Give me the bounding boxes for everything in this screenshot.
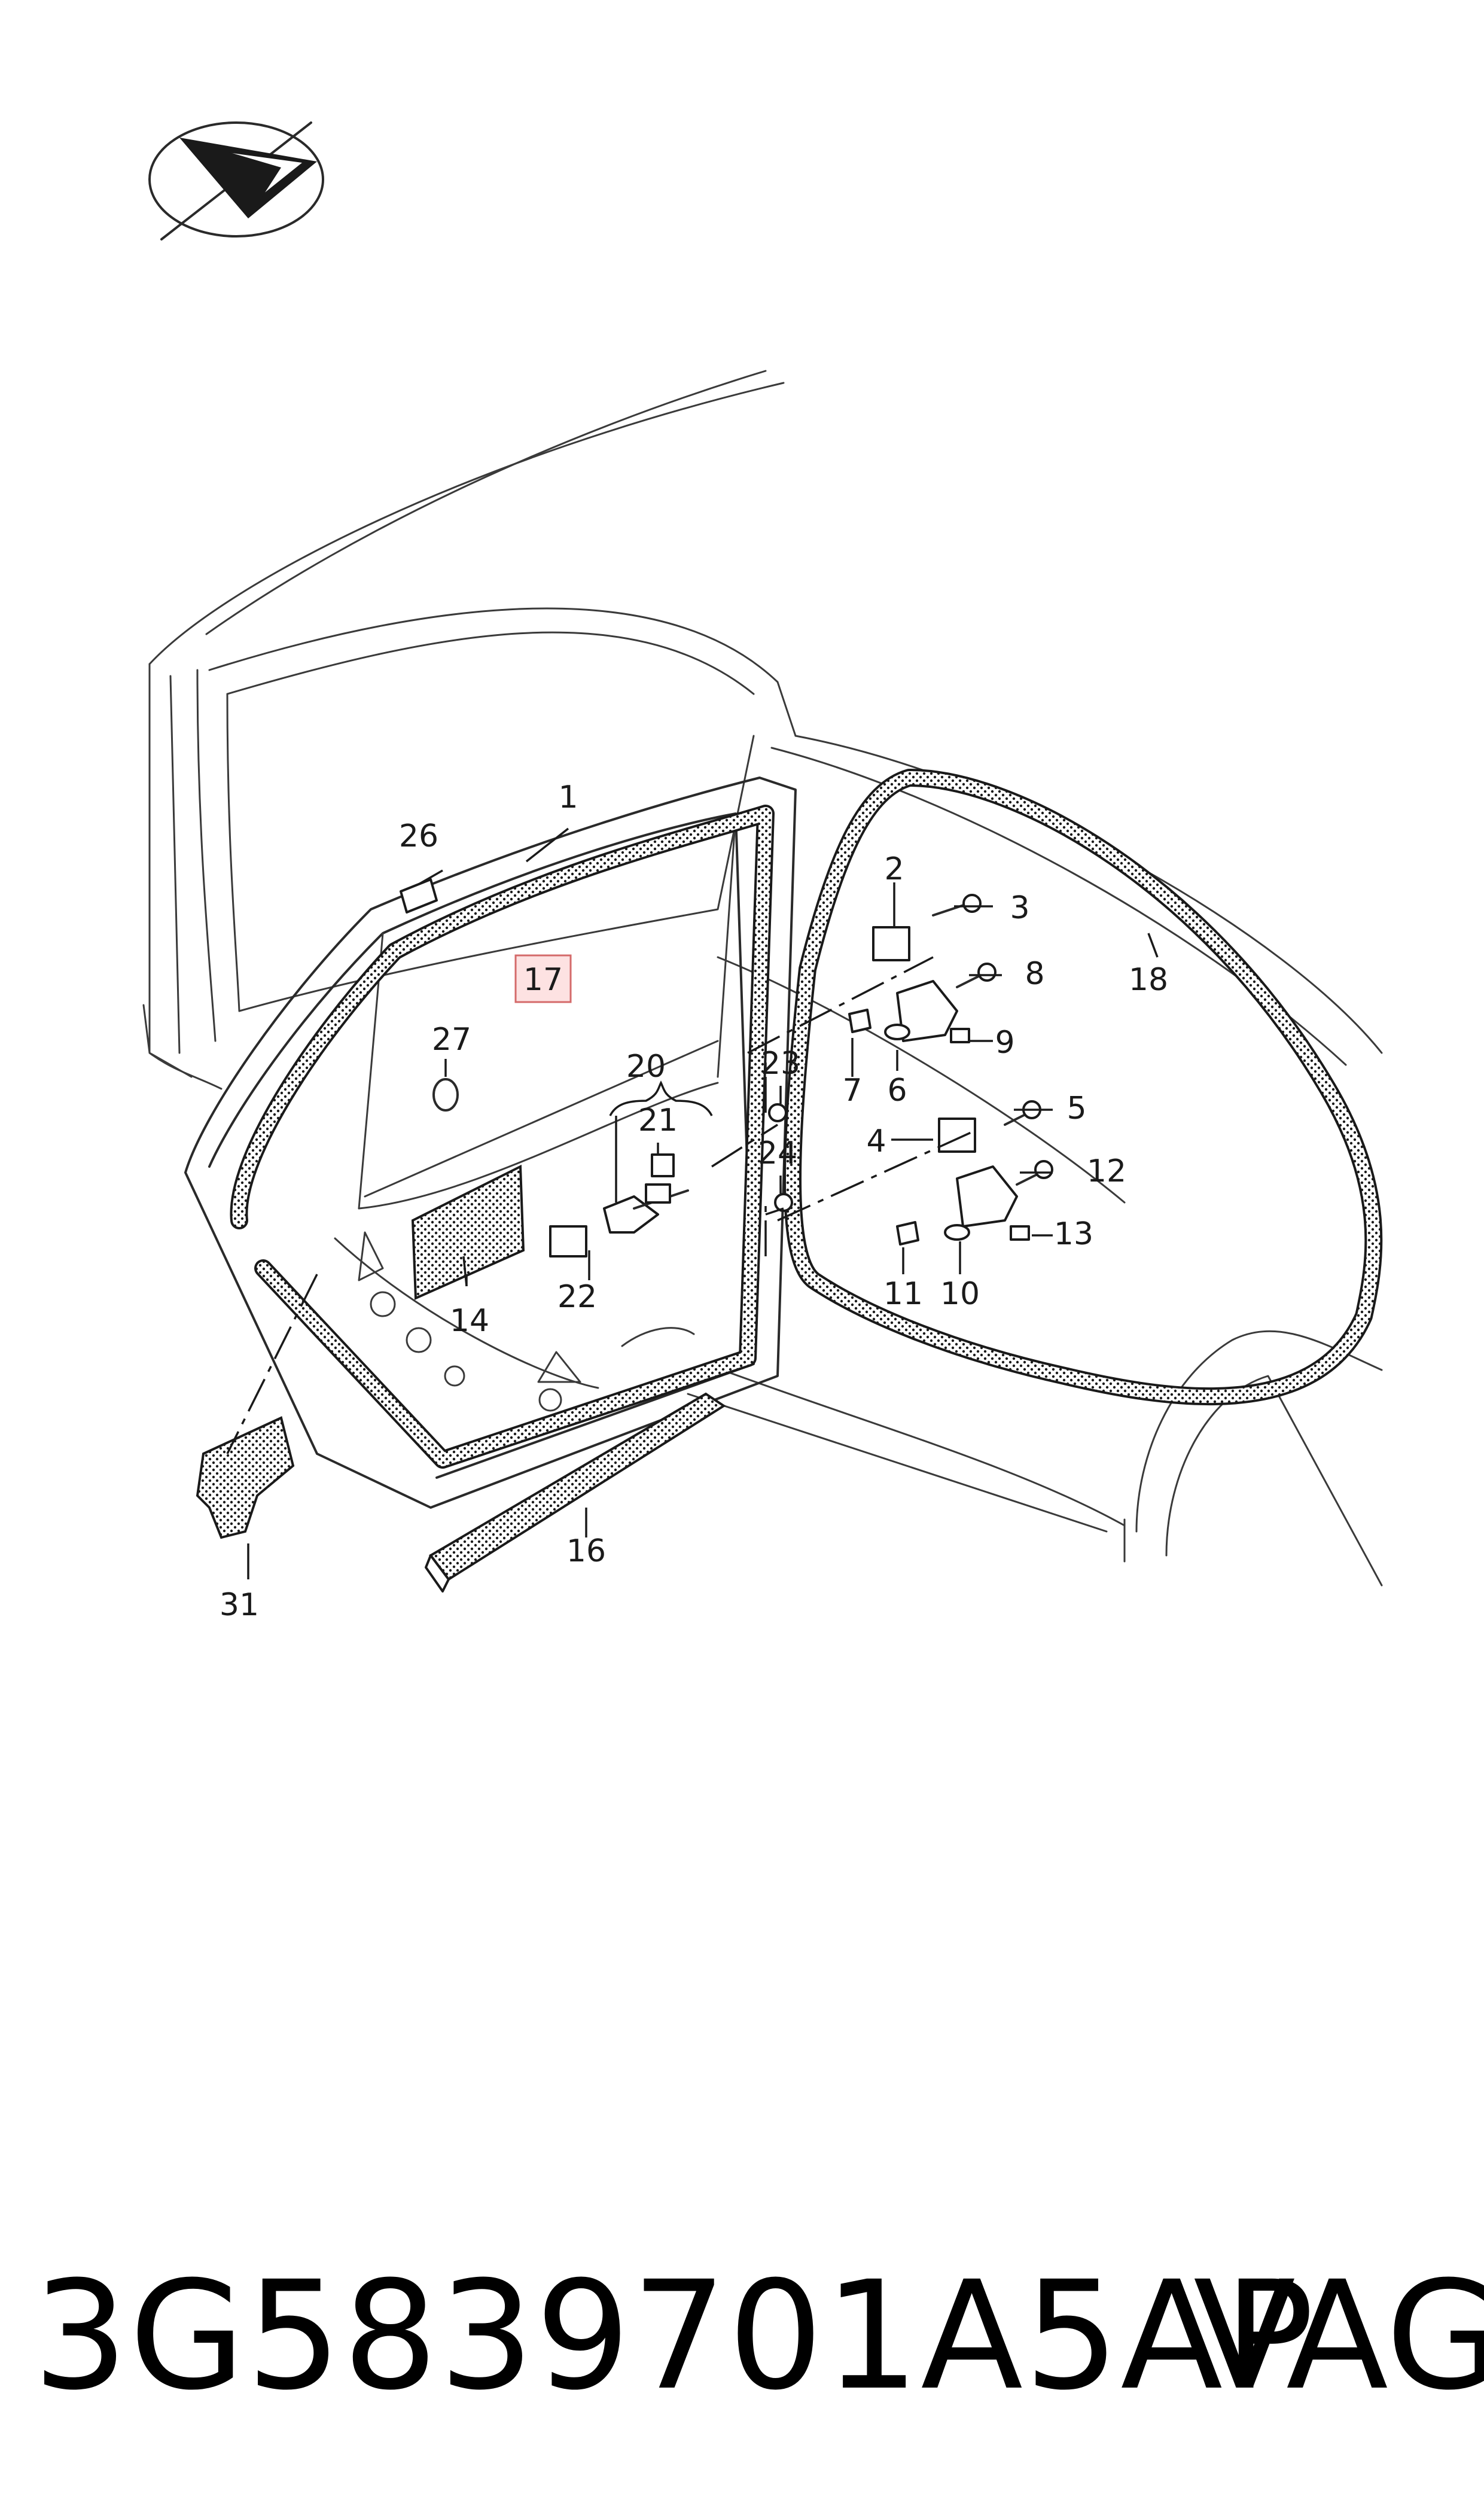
callout-10: 10 (940, 1276, 980, 1312)
door-bracket (196, 1416, 295, 1539)
callout-8: 8 (1025, 956, 1044, 992)
callout-31: 31 (220, 1587, 259, 1623)
callout-12: 12 (1087, 1153, 1126, 1189)
callout-14: 14 (450, 1303, 489, 1339)
callout-3: 3 (1010, 890, 1029, 926)
callout-27: 27 (432, 1022, 471, 1058)
striker-bolts (768, 1103, 793, 1212)
callout-26: 26 (399, 818, 438, 854)
body-opening-seal (784, 769, 1383, 1406)
upper-hinge-assembly (848, 894, 997, 1043)
callout-4: 4 (866, 1123, 886, 1159)
callout-5: 5 (1066, 1091, 1086, 1126)
callout-21: 21 (638, 1103, 678, 1138)
callout-6: 6 (887, 1073, 907, 1109)
view-direction-icon (148, 121, 324, 240)
insulation-pad (411, 1164, 525, 1301)
callout-7: 7 (842, 1073, 862, 1109)
door-seal (230, 805, 775, 1469)
callout-labels: 1 2 3 8 18 9 7 6 5 4 12 13 11 10 26 17 2… (220, 780, 1168, 1623)
leader-lines (247, 827, 1159, 1579)
callout-1: 1 (558, 780, 578, 815)
assembly-lines (226, 956, 976, 1454)
callout-9: 9 (995, 1025, 1014, 1061)
callout-17-highlight (514, 954, 572, 1003)
lower-hinge-assembly (896, 1100, 1053, 1246)
door-check-assembly (549, 1153, 689, 1258)
callout-17: 17 (523, 962, 563, 998)
callout-11: 11 (883, 1276, 923, 1312)
callout-16: 16 (566, 1533, 606, 1569)
callout-18: 18 (1129, 962, 1168, 998)
callout-24: 24 (758, 1135, 797, 1171)
callout-2: 2 (884, 851, 904, 887)
part-number: 3G5839701A5AP (33, 2249, 1316, 2423)
brand-name: VAG (1193, 2249, 1484, 2423)
callout-23: 23 (761, 1046, 800, 1082)
callout-20: 20 (626, 1049, 666, 1085)
sill-seal (425, 1392, 726, 1593)
callout-22: 22 (557, 1279, 597, 1315)
callout-13: 13 (1054, 1216, 1093, 1252)
